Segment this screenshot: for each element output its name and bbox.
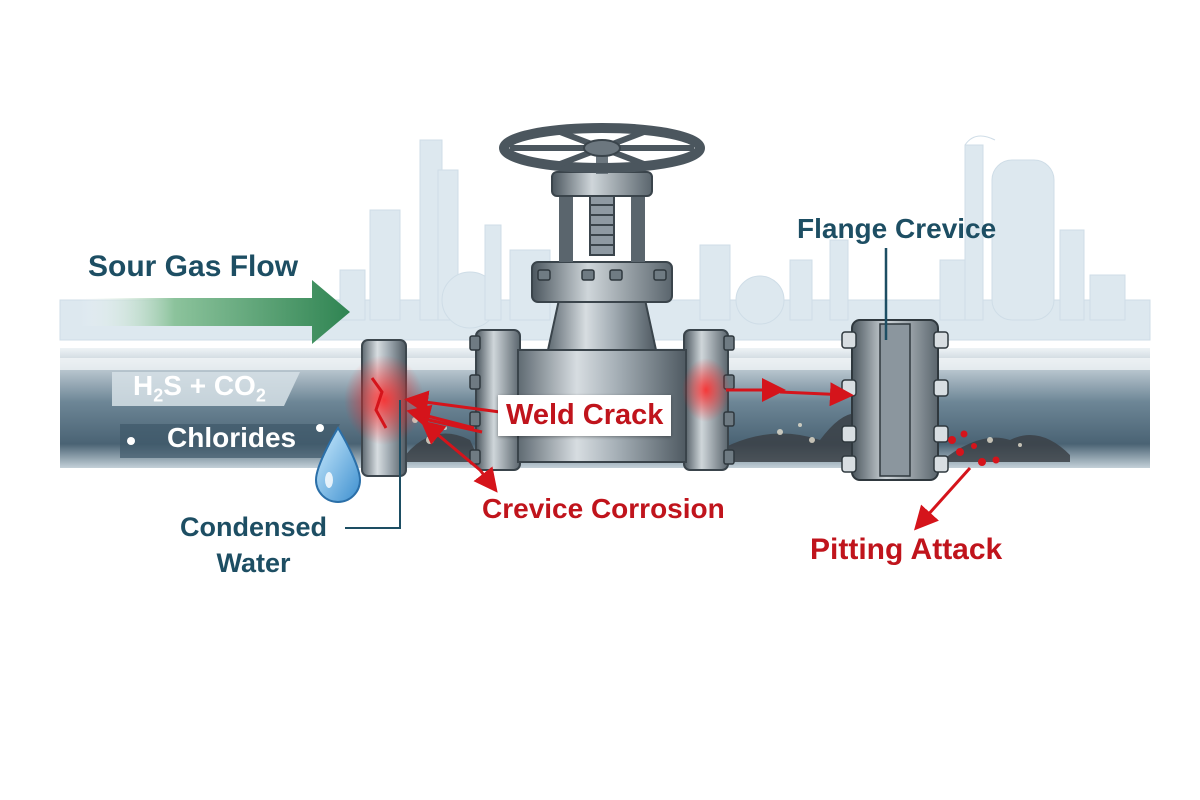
crevice-corrosion-label: Crevice Corrosion: [482, 493, 725, 524]
gas-middle: S + CO: [163, 370, 256, 401]
chloride-dot-1: [127, 437, 135, 445]
sour-gas-flow-label: Sour Gas Flow: [88, 250, 299, 283]
pitting-attack-label: Pitting Attack: [810, 533, 1003, 566]
gas-h-subscript: 2: [153, 385, 164, 406]
chloride-label-band: [120, 424, 340, 458]
gas-h: H: [133, 370, 154, 401]
weld-joint: [344, 339, 424, 477]
flange-crevice-label: Flange Crevice: [797, 213, 997, 244]
condensed-water-line-2: Water: [216, 548, 291, 578]
water-callout-line: [345, 400, 401, 529]
chloride-dot-2: [316, 424, 324, 432]
pitting-dots: [948, 430, 1000, 466]
gas-co-subscript: 2: [255, 385, 266, 406]
flow-arrow: [80, 280, 350, 344]
weld-crack-label: Weld Crack: [498, 395, 672, 436]
corrosion-arrows: [404, 378, 972, 531]
gas-label-band: [112, 372, 300, 406]
chlorides-label: Chlorides: [167, 422, 297, 453]
gas-composition-label: H2S + CO2: [133, 370, 266, 407]
right-flange: [841, 319, 949, 481]
condensed-water-line-1: Condensed: [180, 512, 328, 542]
